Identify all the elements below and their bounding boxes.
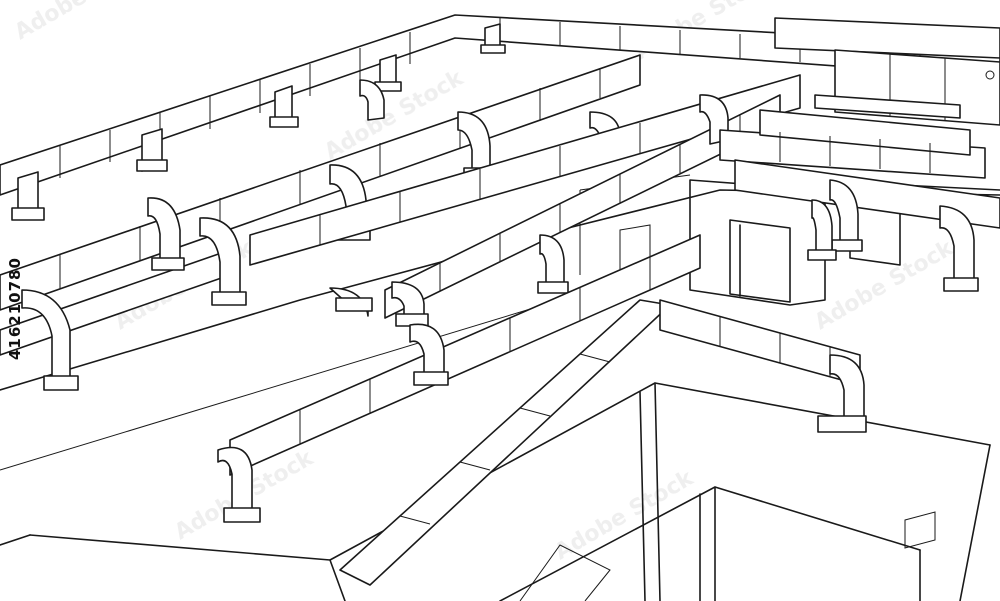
duct-drops-third	[329, 94, 729, 327]
watermark-text: Adobe Stock	[551, 465, 699, 565]
duct-drop-elbow	[374, 54, 402, 92]
duct-drop-elbow	[217, 446, 261, 523]
duct-drops-top	[11, 23, 506, 221]
rooftop-equipment	[814, 49, 1000, 126]
duct-drop-elbow	[11, 171, 45, 221]
duct-drop-elbow	[136, 128, 168, 172]
duct-drop-elbow	[409, 323, 449, 386]
duct-drop-elbow	[829, 179, 863, 252]
duct-run-front	[229, 234, 861, 586]
duct-drop-elbow	[199, 217, 247, 306]
stock-id-label: 416210780	[6, 257, 24, 360]
duct-drop-elbow	[359, 79, 385, 121]
duct-drop-elbow	[939, 205, 979, 292]
duct-branches-right	[719, 109, 1000, 292]
duct-drop-elbow	[21, 289, 79, 391]
duct-main-top	[0, 14, 1000, 196]
duct-run-third	[249, 74, 801, 319]
duct-drop-elbow	[147, 197, 185, 271]
duct-drops-front	[217, 323, 867, 523]
duct-drop-elbow	[269, 85, 299, 128]
duct-drop-elbow	[807, 199, 837, 261]
duct-drop-elbow	[817, 354, 867, 433]
watermark-text: Adobe Stock	[11, 0, 159, 45]
duct-drop-elbow	[537, 234, 569, 294]
duct-drop-elbow	[329, 287, 373, 317]
duct-drop-elbow	[480, 23, 506, 54]
